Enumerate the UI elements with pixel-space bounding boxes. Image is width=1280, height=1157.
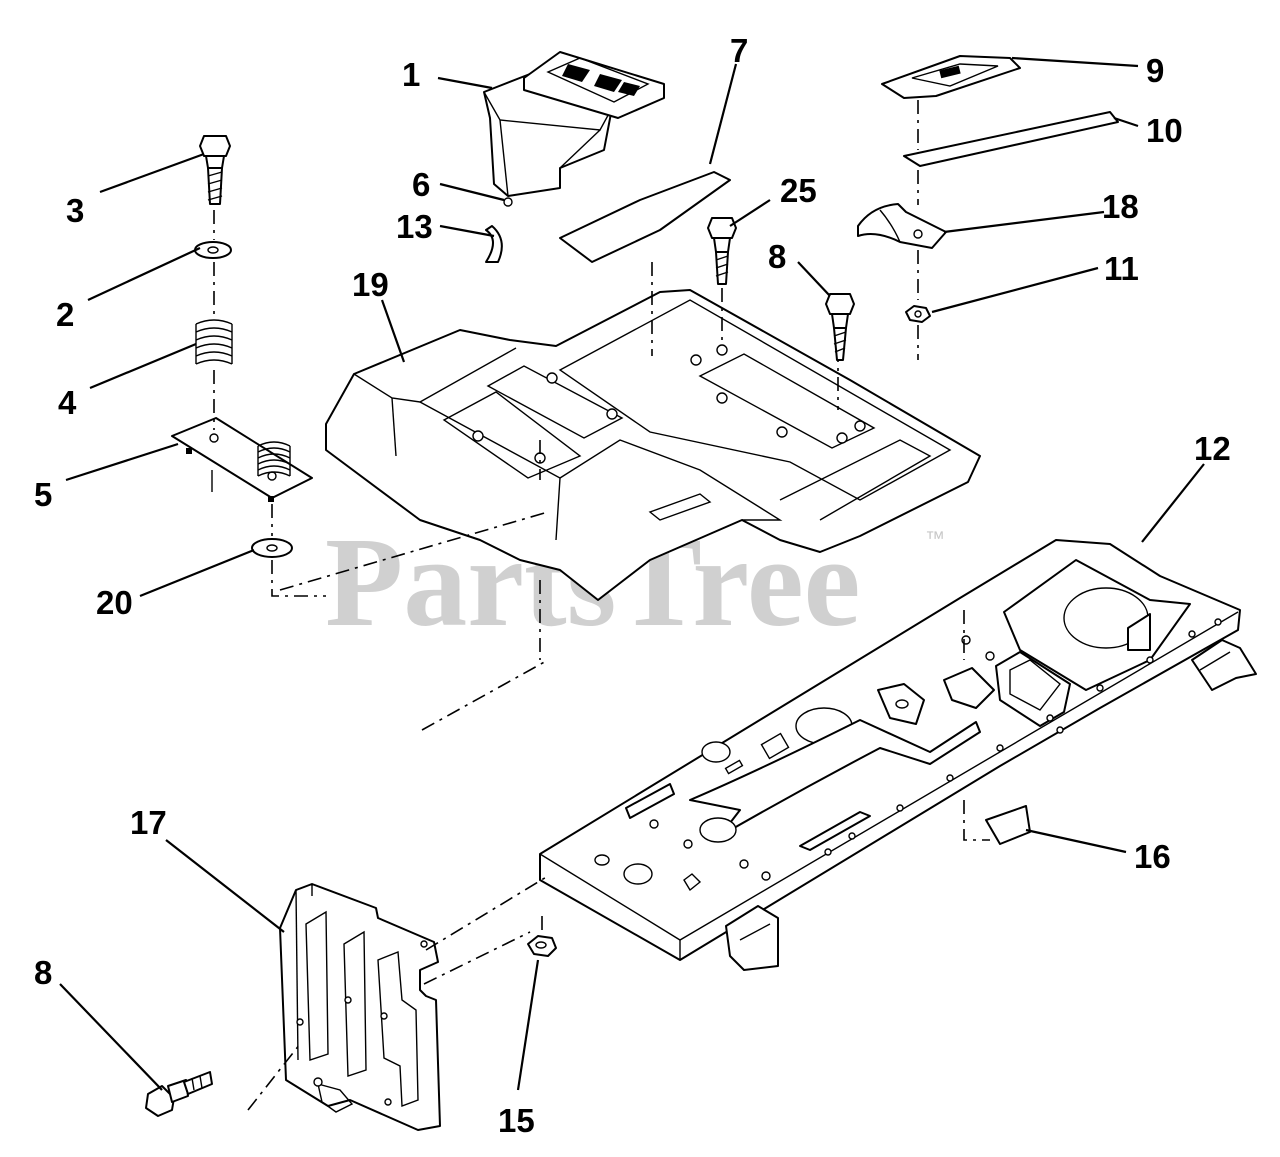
callout-6[interactable]: 6 [412, 166, 430, 203]
part-7-decal[interactable] [559, 171, 731, 263]
part-20-washer[interactable] [251, 538, 293, 558]
callout-13[interactable]: 13 [396, 208, 433, 245]
part-2-washer[interactable] [194, 241, 232, 259]
part-17-plate[interactable] [279, 883, 441, 1131]
callout-8-upper[interactable]: 8 [768, 238, 786, 275]
callout-3[interactable]: 3 [66, 192, 84, 229]
callouts: 1 2 3 4 5 6 7 8 8 9 10 11 12 13 15 16 17… [34, 32, 1231, 1139]
part-12-frame[interactable] [539, 539, 1257, 971]
watermark-trademark: ™ [925, 528, 945, 550]
callout-18[interactable]: 18 [1102, 188, 1139, 225]
callout-11[interactable]: 11 [1104, 250, 1139, 287]
part-15-nut[interactable] [527, 935, 557, 957]
callout-17[interactable]: 17 [130, 804, 167, 841]
centerline-3-20 [213, 210, 326, 597]
centerline-16 [963, 610, 990, 841]
part-5-seat-plate[interactable] [171, 417, 313, 502]
callout-5[interactable]: 5 [34, 476, 52, 513]
callout-2[interactable]: 2 [56, 296, 74, 333]
part-25-bolt[interactable] [707, 217, 737, 285]
centerline-17 [247, 875, 549, 1111]
callout-1[interactable]: 1 [402, 56, 420, 93]
callout-19[interactable]: 19 [352, 266, 389, 303]
callout-10[interactable]: 10 [1146, 112, 1183, 149]
callout-25[interactable]: 25 [780, 172, 817, 209]
part-16-tag[interactable] [985, 805, 1031, 845]
centerline-19 [279, 230, 839, 731]
part-6-13-vent[interactable] [485, 197, 513, 263]
callout-15[interactable]: 15 [498, 1102, 535, 1139]
callout-16[interactable]: 16 [1134, 838, 1171, 875]
leader-lines [59, 56, 1205, 1091]
part-4-spring[interactable] [195, 319, 233, 365]
part-3-bolt[interactable] [199, 135, 231, 205]
part-1-battery-box[interactable] [483, 51, 665, 197]
callout-20[interactable]: 20 [96, 584, 133, 621]
callout-12[interactable]: 12 [1194, 430, 1231, 467]
part-9-cover[interactable] [881, 55, 1021, 99]
part-8-bolt-lower[interactable] [145, 1071, 213, 1117]
callout-7[interactable]: 7 [730, 32, 748, 69]
callout-9[interactable]: 9 [1146, 52, 1164, 89]
part-8-bolt-upper[interactable] [825, 293, 855, 361]
part-18-clip[interactable] [857, 203, 947, 249]
part-10-plate[interactable] [903, 111, 1119, 167]
callout-4[interactable]: 4 [58, 384, 77, 421]
part-19-running-board[interactable] [325, 289, 981, 601]
part-11-nut[interactable] [905, 305, 931, 323]
callout-8-lower[interactable]: 8 [34, 954, 52, 991]
